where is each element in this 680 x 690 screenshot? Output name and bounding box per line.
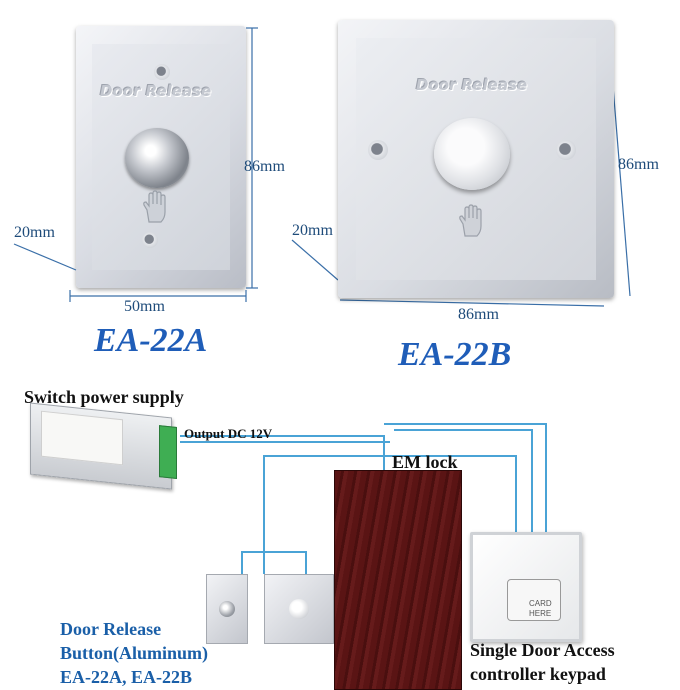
ea-22a-plate: Door Release — [76, 26, 246, 288]
card-text-2: HERE — [529, 609, 552, 618]
power-supply-terminal-block — [159, 425, 177, 479]
ea-22a-depth-label: 20mm — [14, 224, 55, 241]
ea-22b-small-plate — [264, 574, 334, 644]
card-icon — [507, 579, 561, 621]
ea-22b-plate: Door Release — [338, 20, 614, 298]
access-keypad: CARD HERE — [470, 532, 582, 642]
hand-icon — [140, 190, 172, 224]
plate-door-release-text: Door Release — [100, 82, 212, 100]
small-push-button-icon — [289, 599, 309, 619]
keypad-label-line-2: controller keypad — [470, 664, 606, 684]
card-text-1: CARD — [529, 599, 552, 608]
ea-22a-small-plate — [206, 574, 248, 644]
plate-door-release-text: Door Release — [416, 76, 528, 94]
round-push-button-icon — [125, 128, 189, 188]
ea-22a-model-label: EA-22A — [94, 322, 208, 359]
ea-22b-width-label: 86mm — [458, 306, 499, 323]
power-supply-label: Switch power supply — [24, 387, 184, 407]
ea-22a-height-label: 86mm — [244, 158, 285, 175]
small-push-button-icon — [219, 601, 235, 617]
bottom-screw-hole-icon — [142, 232, 158, 248]
hand-icon — [456, 204, 488, 238]
ea-22b-model-label: EA-22B — [398, 336, 512, 373]
button-label-line-1: Door Release — [60, 619, 162, 639]
ea-22a-width-label: 50mm — [124, 298, 165, 315]
output-label: Output DC 12V — [184, 426, 273, 441]
left-screw-hole-icon — [368, 140, 388, 160]
round-push-button-icon — [434, 118, 510, 190]
ea-22b-height-label: 86mm — [618, 156, 659, 173]
right-screw-hole-icon — [556, 140, 576, 160]
power-supply-sticker — [41, 410, 123, 466]
door-panel — [334, 470, 462, 690]
keypad-label-line-1: Single Door Access — [470, 640, 615, 660]
power-supply-unit — [30, 402, 177, 490]
top-screw-hole-icon — [154, 64, 170, 80]
ea-22b-depth-label: 20mm — [292, 222, 333, 239]
button-label-line-2: Button(Aluminum) — [60, 643, 209, 663]
em-lock-label: EM lock — [392, 452, 458, 472]
button-label-line-3: EA-22A, EA-22B — [60, 667, 193, 687]
